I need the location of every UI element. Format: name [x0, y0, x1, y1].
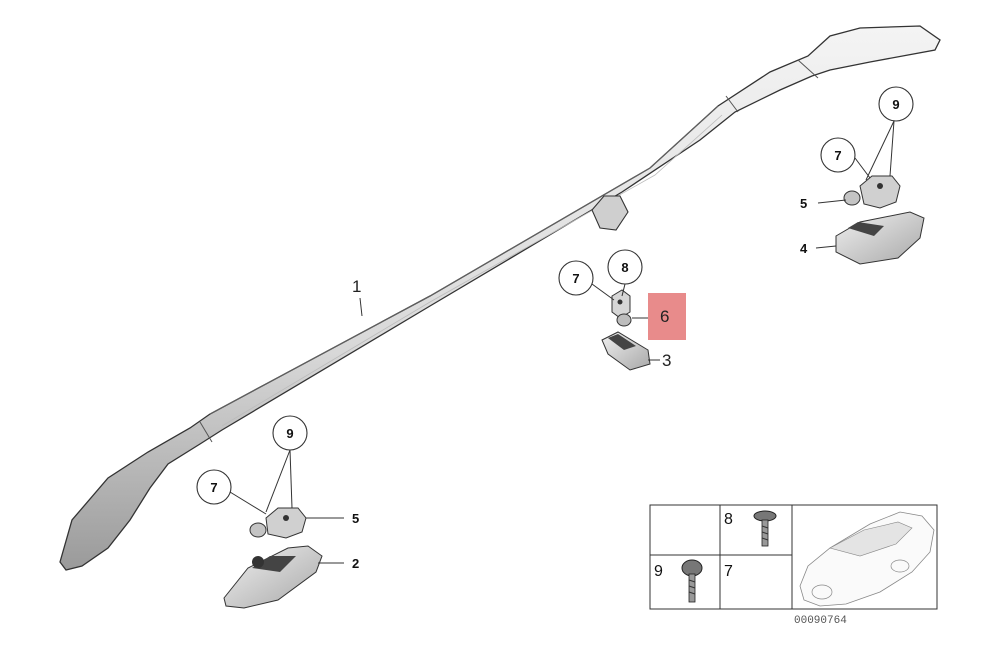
rear-clip-leader — [817, 199, 847, 204]
rear-leader-7 — [854, 157, 871, 179]
rear-callout-9-circle — [878, 86, 914, 122]
middle-callout-8: 8 — [621, 260, 628, 275]
rail-leader — [359, 297, 363, 317]
car-silhouette-icon — [799, 511, 935, 607]
roof-rail — [59, 25, 941, 571]
rear-clip-callout: 5 — [800, 196, 807, 211]
rear-callout-9: 9 — [892, 97, 899, 112]
front-leader-9a — [289, 449, 293, 509]
legend-label-8: 8 — [724, 511, 733, 528]
front-callout-9: 9 — [286, 426, 293, 441]
rail-callout: 1 — [352, 277, 361, 296]
rear-callout-7-circle — [820, 137, 856, 173]
rear-mount-group — [835, 175, 925, 265]
legend-label-9: 9 — [654, 563, 663, 580]
rear-leader-9a — [889, 120, 895, 177]
front-pad-callout: 2 — [352, 556, 359, 571]
fastener-legend — [649, 504, 938, 610]
middle-callout-7: 7 — [572, 271, 579, 286]
rear-callout-7: 7 — [834, 148, 841, 163]
front-leader-9b — [265, 449, 291, 513]
legend-label-7: 7 — [724, 563, 733, 580]
rear-pad-leader — [815, 245, 837, 249]
hex-bolt-icon — [681, 559, 703, 603]
middle-pad-callout: 3 — [662, 351, 671, 370]
rear-leader-9b — [865, 120, 895, 181]
middle-mount-group — [601, 289, 651, 371]
front-mount-group — [223, 507, 323, 609]
torx-screw-icon — [753, 510, 777, 547]
front-leader-7 — [229, 491, 267, 515]
front-callout-7-circle — [196, 469, 232, 505]
front-callout-7: 7 — [210, 480, 217, 495]
middle-leader-8 — [621, 283, 626, 297]
highlighted-callout-6: 6 — [660, 307, 669, 326]
highlight-box-6 — [648, 293, 686, 340]
front-clip-callout: 5 — [352, 511, 359, 526]
diagram-reference-number: 00090764 — [794, 615, 847, 627]
rear-pad-callout: 4 — [800, 241, 808, 256]
middle-leader-7 — [591, 283, 615, 301]
middle-callout-7-circle — [558, 260, 594, 296]
